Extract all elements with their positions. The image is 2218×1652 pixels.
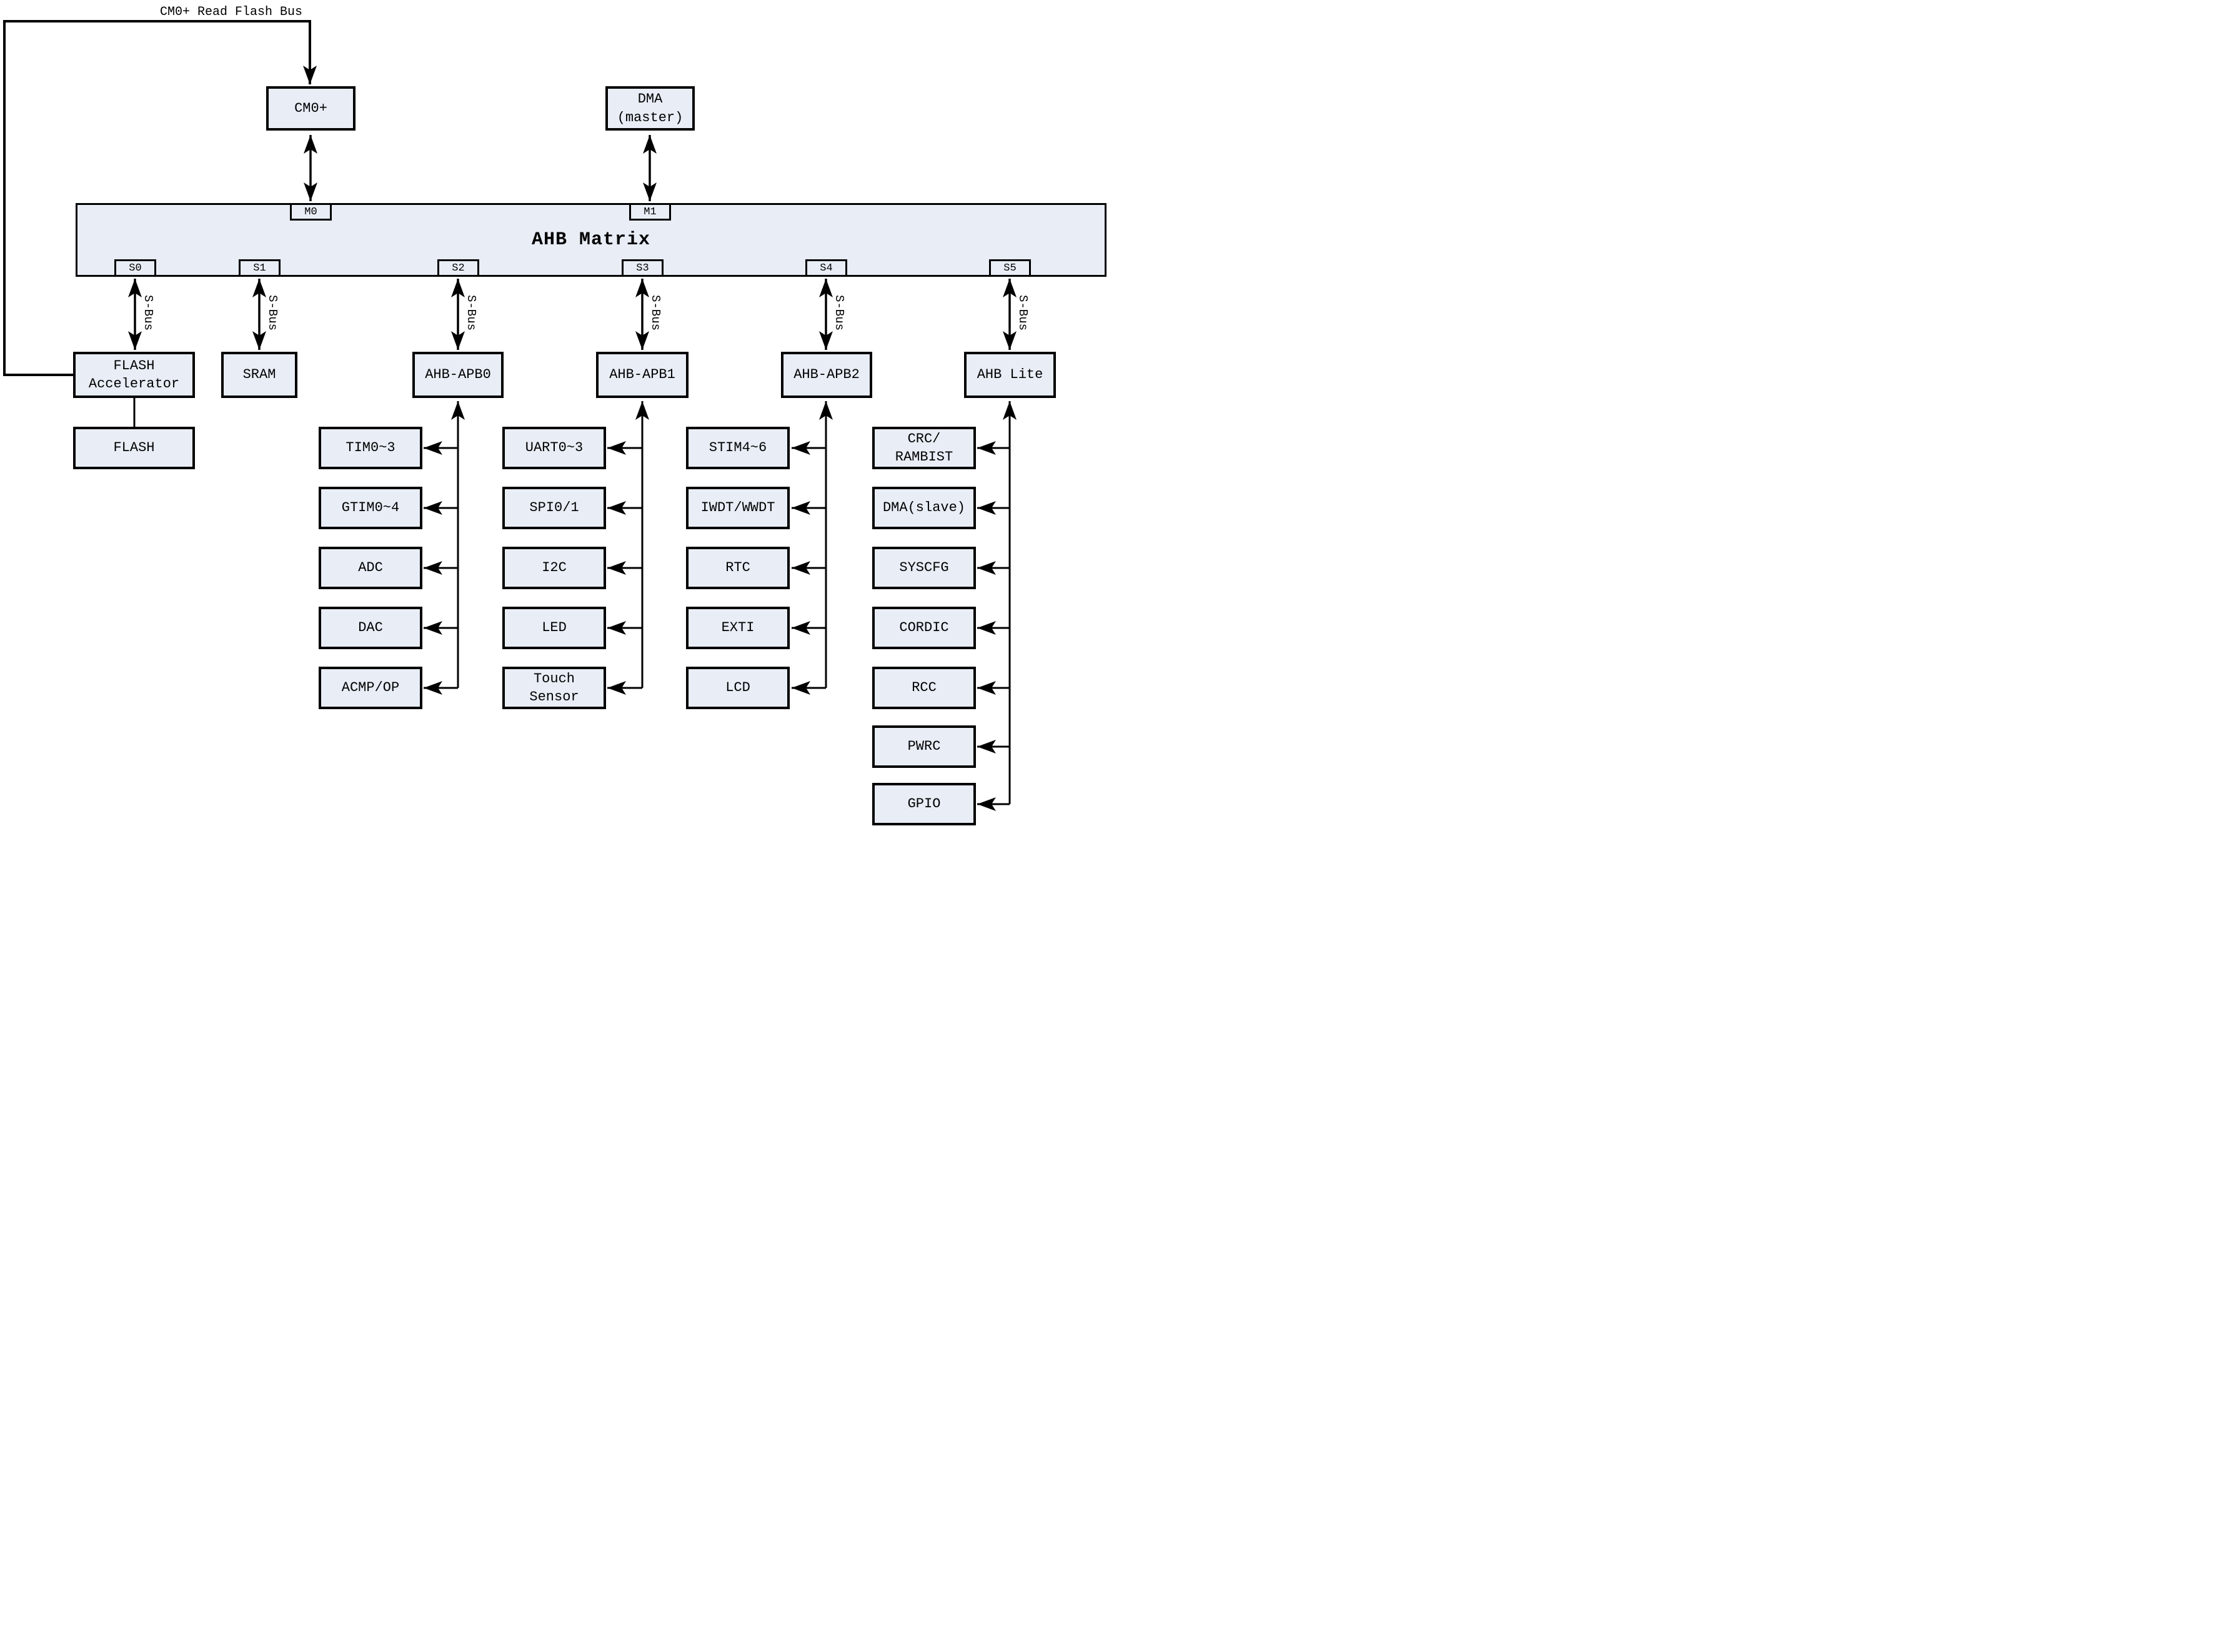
cm0-read-flash-bus-label: CM0+ Read Flash Bus (159, 5, 303, 19)
sbus-label-s1: S-Bus (266, 295, 279, 331)
port-m1-label: M1 (644, 206, 657, 218)
cm0-read-flash-bus-line (3, 20, 317, 376)
sbus-label-s2: S-Bus (464, 295, 478, 331)
port-tab-s1: S1 (239, 259, 281, 275)
block-dma-master-label: DMA(master) (617, 91, 684, 126)
apb1-trunk (607, 401, 649, 695)
sbus-label-s4: S-Bus (832, 295, 846, 331)
block-flash-label: FLASH (113, 440, 155, 456)
block-lcd: LCD (686, 667, 790, 709)
port-tab-s0: S0 (114, 259, 156, 275)
ahb-matrix-title: AHB Matrix (531, 229, 651, 251)
block-ahb-lite: AHB Lite (964, 352, 1056, 398)
port-tab-s3: S3 (622, 259, 664, 275)
port-tab-m1: M1 (629, 205, 671, 221)
block-syscfg: SYSCFG (872, 547, 976, 589)
sbus-label-s0: S-Bus (141, 295, 155, 331)
block-iwdt-wwdt: IWDT/WWDT (686, 487, 790, 529)
port-s1-label: S1 (253, 262, 266, 274)
block-exti: EXTI (686, 607, 790, 649)
block-led: LED (502, 607, 606, 649)
apb2-trunk (792, 401, 833, 695)
block-rtc: RTC (686, 547, 790, 589)
block-spi0-1: SPI0/1 (502, 487, 606, 529)
port-m0-label: M0 (304, 206, 317, 218)
block-cm0: CM0+ (266, 86, 356, 131)
block-dma-master: DMA(master) (605, 86, 695, 131)
sbus-label-s5: S-Bus (1016, 295, 1030, 331)
block-ahb-lite-label: AHB Lite (977, 367, 1043, 383)
apb0-trunk (424, 401, 465, 695)
ahb-bus-diagram: CM0+ Read Flash Bus CM0+ DMA(master) AHB… (0, 0, 1109, 826)
port-tab-m0: M0 (290, 205, 332, 221)
port-s5-label: S5 (1003, 262, 1017, 274)
block-dma-slave: DMA(slave) (872, 487, 976, 529)
block-pwrc: PWRC (872, 725, 976, 768)
block-ahb-apb0: AHB-APB0 (412, 352, 504, 398)
block-ahb-apb2-label: AHB-APB2 (793, 367, 860, 383)
ahb-matrix-bar: AHB Matrix (76, 203, 1107, 277)
port-s2-label: S2 (452, 262, 465, 274)
ahb-lite-trunk (977, 401, 1017, 811)
block-i2c: I2C (502, 547, 606, 589)
block-gpio: GPIO (872, 783, 976, 825)
port-tab-s2: S2 (437, 259, 479, 275)
block-ahb-apb2: AHB-APB2 (781, 352, 872, 398)
port-tab-s5: S5 (989, 259, 1031, 275)
block-stim4-6: STIM4~6 (686, 427, 790, 469)
block-sram: SRAM (221, 352, 297, 398)
block-ahb-apb1: AHB-APB1 (596, 352, 689, 398)
block-flash: FLASH (73, 427, 195, 469)
port-s3-label: S3 (636, 262, 649, 274)
connector-layer (3, 20, 1017, 811)
port-s0-label: S0 (129, 262, 142, 274)
block-cm0-label: CM0+ (294, 100, 327, 116)
block-acmp-op: ACMP/OP (319, 667, 422, 709)
block-crc-rambist: CRC/RAMBIST (872, 427, 976, 469)
block-sram-label: SRAM (242, 367, 276, 383)
block-adc: ADC (319, 547, 422, 589)
block-ahb-apb1-label: AHB-APB1 (609, 367, 675, 383)
block-gtim0-4: GTIM0~4 (319, 487, 422, 529)
sbus-label-s3: S-Bus (649, 295, 662, 331)
block-ahb-apb0-label: AHB-APB0 (425, 367, 491, 383)
block-rcc: RCC (872, 667, 976, 709)
block-uart0-3: UART0~3 (502, 427, 606, 469)
block-cordic: CORDIC (872, 607, 976, 649)
port-tab-s4: S4 (805, 259, 847, 275)
block-tim0-3: TIM0~3 (319, 427, 422, 469)
block-dac: DAC (319, 607, 422, 649)
port-s4-label: S4 (820, 262, 833, 274)
